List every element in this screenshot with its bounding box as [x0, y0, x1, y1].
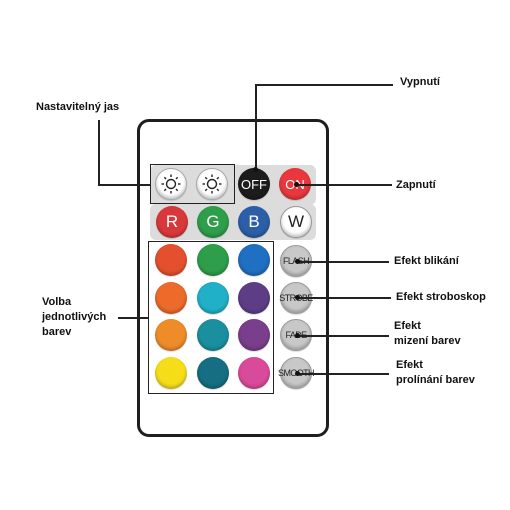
fade-leader-dot: [295, 333, 300, 338]
off-leader-vertical: [255, 84, 257, 170]
smooth-annotation-line1: Efekt: [396, 359, 423, 371]
color-select-annotation-line3: barev: [42, 326, 72, 338]
color-select-annotation: Volba jednotlivých barev: [42, 295, 106, 340]
smooth-leader: [297, 373, 389, 375]
fade-annotation-line1: Efekt: [394, 320, 421, 332]
blue-button[interactable]: B: [238, 206, 270, 238]
smooth-annotation: Efekt prolínání barev: [396, 358, 475, 388]
brightness-down-button[interactable]: [196, 168, 228, 200]
color-leader: [118, 317, 148, 319]
strobe-leader-dot: [295, 295, 300, 300]
color-button-8[interactable]: [197, 319, 229, 351]
color-select-annotation-line2: jednotlivých: [42, 311, 107, 323]
brightness-leader-vertical: [98, 120, 100, 185]
brightness-leader-horizontal: [98, 184, 150, 186]
color-button-1[interactable]: [155, 244, 187, 276]
off-annotation: Vypnutí: [400, 76, 440, 88]
color-button-2[interactable]: [197, 244, 229, 276]
red-button[interactable]: R: [156, 206, 188, 238]
flash-leader: [297, 261, 389, 263]
flash-leader-dot: [295, 259, 300, 264]
brightness-annotation: Nastavitelný jas: [36, 101, 120, 113]
red-button-label: R: [165, 212, 179, 231]
color-button-5[interactable]: [197, 282, 229, 314]
fade-annotation-line2: mizení barev: [394, 335, 461, 347]
strobe-leader: [297, 297, 391, 299]
on-leader: [297, 184, 392, 186]
color-button-6[interactable]: [238, 282, 270, 314]
white-button-label: W: [287, 212, 305, 231]
color-button-3[interactable]: [238, 244, 270, 276]
sun-icon: [161, 174, 181, 194]
smooth-annotation-line2: prolínání barev: [396, 374, 475, 386]
fade-leader: [297, 335, 389, 337]
color-button-11[interactable]: [197, 357, 229, 389]
color-button-7[interactable]: [155, 319, 187, 351]
fade-annotation: Efekt mizení barev: [394, 319, 461, 349]
brightness-group-frame: [150, 164, 235, 204]
on-annotation: Zapnutí: [396, 179, 436, 191]
color-button-10[interactable]: [155, 357, 187, 389]
on-leader-dot: [294, 182, 299, 187]
green-button-label: G: [206, 212, 220, 231]
color-button-4[interactable]: [155, 282, 187, 314]
off-leader-dot: [253, 167, 258, 172]
green-button[interactable]: G: [197, 206, 229, 238]
off-button-label: OFF: [241, 176, 267, 192]
color-button-9[interactable]: [238, 319, 270, 351]
off-button[interactable]: OFF: [238, 168, 270, 200]
strobe-annotation: Efekt stroboskop: [396, 291, 486, 303]
smooth-leader-dot: [295, 371, 300, 376]
blue-button-label: B: [248, 212, 260, 231]
off-leader-horizontal: [255, 84, 393, 86]
sun-icon: [202, 174, 222, 194]
flash-annotation: Efekt blikání: [394, 255, 459, 267]
color-grid-frame: [148, 241, 274, 394]
brightness-up-button[interactable]: [155, 168, 187, 200]
color-select-annotation-line1: Volba: [42, 296, 72, 308]
white-button[interactable]: W: [280, 206, 312, 238]
color-button-12[interactable]: [238, 357, 270, 389]
